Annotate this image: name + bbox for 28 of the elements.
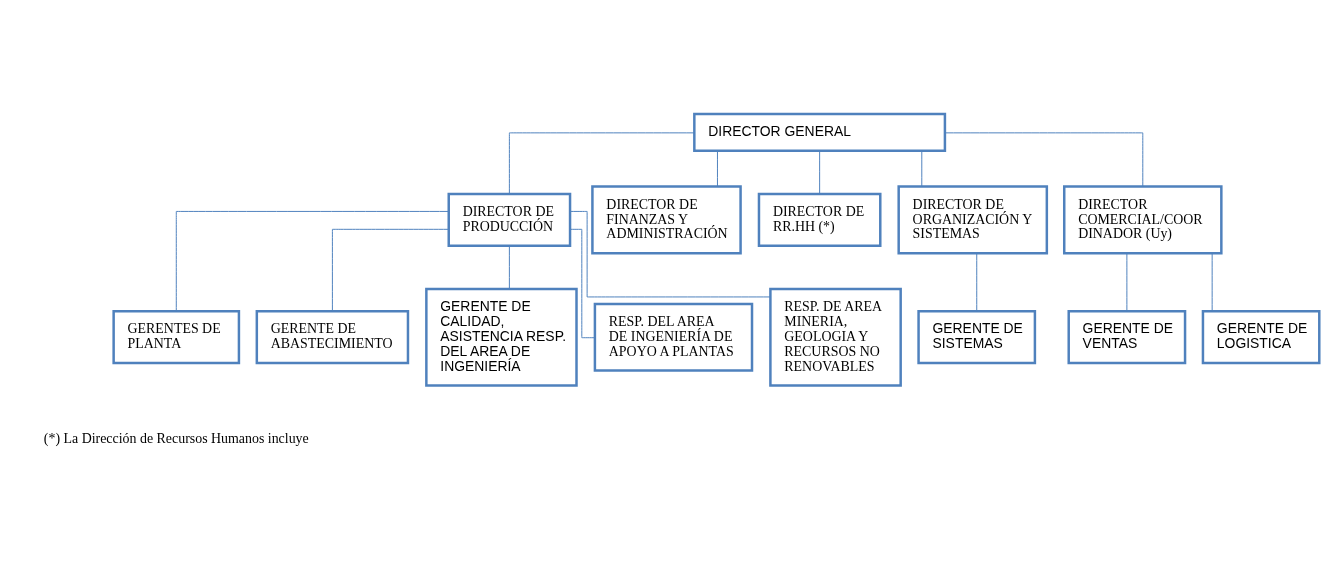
node-box: DIRECTOR DE RR.HH (*) [757,192,882,247]
node-box: DIRECTOR COMERCIAL/COOR DINADOR (Uy) [1063,184,1223,254]
label: (*) La Dirección de Recursos Humanos incluye [43,430,309,446]
node-box: DIRECTOR DE FINANZAS Y ADMINISTRACIÓN [591,184,742,254]
node-box: GERENTE DE LOGISTICA [1201,309,1321,364]
connector [508,244,510,289]
connector [944,131,1144,187]
connector [716,149,718,187]
node-box: RESP. DEL AREA DE INGENIERÍA DE APOYO A PLANTAS [593,302,754,372]
connector [819,149,821,194]
connector [1126,252,1128,312]
node-box: GERENTE DE CALIDAD, ASISTENCIA RESP. DEL AREA DE INGENIERÍA [425,287,578,387]
node-box: DIRECTOR DE PRODUCCIÓN [447,192,572,247]
node-box: GERENTE DE SISTEMAS [917,309,1037,364]
connector [508,131,695,194]
connector [976,252,978,312]
connector [921,149,923,187]
connector [569,228,596,338]
connector [175,210,450,312]
connector [1211,252,1213,312]
connector [569,210,771,297]
node-box: DIRECTOR GENERAL [693,112,947,152]
node-box: RESP. DE AREA MINERIA, GEOLOGIA Y RECURSOS NO RENOVABLES [769,287,902,387]
node-box: GERENTES DE PLANTA [112,309,241,364]
node-box: DIRECTOR DE ORGANIZACIÓN Y SISTEMAS [897,184,1049,254]
connector [331,228,449,312]
node-box: GERENTE DE VENTAS [1067,309,1187,364]
node-box: GERENTE DE ABASTECIMIENTO [255,309,410,364]
